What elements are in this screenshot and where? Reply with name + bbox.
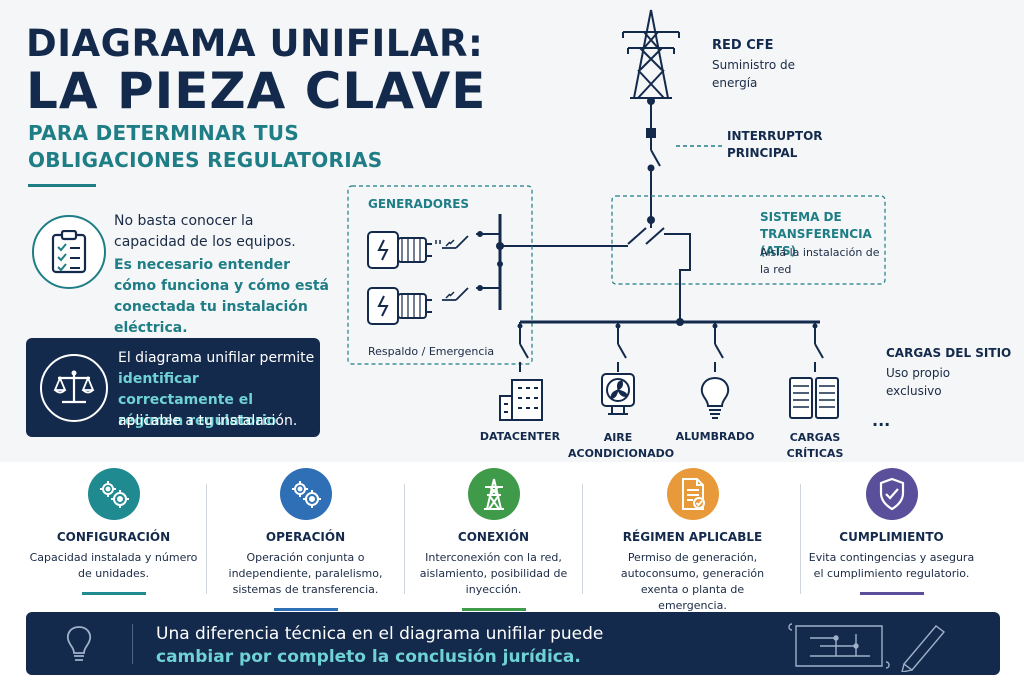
tower-icon [467, 468, 520, 520]
feature-desc: Interconexión con la red, aislamiento, p… [419, 551, 568, 596]
loads-desc: Uso propio exclusivo [886, 366, 951, 398]
building-icon [499, 379, 543, 421]
generators-title: GENERADORES [368, 197, 470, 211]
load-label-alumbrado: ALUMBRADO [675, 430, 755, 443]
feature-title: CUMPLIMIENTO [839, 530, 944, 544]
feature-operacion: OPERACIÓN Operación conjunta o independi… [218, 468, 393, 611]
feature-underline [81, 592, 146, 595]
feature-title: CONEXIÓN [457, 530, 530, 544]
title-line2: LA PIEZA CLAVE [26, 62, 487, 120]
conclusion-banner: Una diferencia técnica en el diagrama un… [26, 612, 1000, 675]
grid-desc: Suministro de energía [712, 58, 795, 90]
feature-desc: Permiso de generación, autoconsumo, gene… [620, 551, 765, 612]
feature-title: OPERACIÓN [265, 530, 346, 544]
fan-icon [601, 373, 635, 415]
loads-title: CARGAS DEL SITIO [886, 346, 1012, 360]
divider [404, 484, 405, 594]
title-line1: DIAGRAMA UNIFILAR: [26, 22, 484, 65]
subtitle: PARA DETERMINAR TUS OBLIGACIONES REGULAT… [28, 121, 383, 172]
feature-underline [273, 608, 338, 611]
transmission-tower-icon [622, 9, 680, 99]
gears-icon [279, 468, 332, 520]
clipboard-checklist-icon [32, 215, 106, 289]
banner-line2: cambiar por completo la conclusión juríd… [156, 647, 581, 667]
scales-of-justice-icon [40, 354, 108, 422]
gears-icon [87, 468, 140, 520]
feature-underline [859, 592, 924, 595]
intro-card: No basta conocer la capacidad de los equ… [24, 205, 329, 336]
feature-underline [461, 608, 526, 611]
feature-desc: Capacidad instalada y número de unidades… [29, 551, 198, 580]
feature-cumplimiento: CUMPLIMIENTO Evita contingencias y asegu… [804, 468, 979, 595]
divider [582, 484, 583, 594]
generator-icon [367, 287, 432, 325]
divider [206, 484, 207, 594]
callout-line2: aplicable a tu instalación. [118, 413, 298, 429]
blueprint-pencil-icon [786, 616, 966, 676]
lightbulb-icon [700, 376, 730, 419]
callout-card: El diagrama unifilar permite identificar… [26, 338, 320, 437]
load-label-datacenter: DATACENTER [479, 430, 561, 443]
generators-desc: Respaldo / Emergencia [368, 345, 495, 358]
document-check-icon [666, 468, 719, 520]
feature-desc: Evita contingencias y asegura el cumplim… [808, 551, 975, 580]
feature-desc: Operación conjunta o independiente, para… [228, 551, 383, 596]
intro-text-1: No basta conocer la capacidad de los equ… [114, 213, 296, 250]
load-label-criticas: CARGAS CRÍTICAS [786, 431, 844, 460]
single-line-diagram: ... [347, 9, 890, 430]
more-loads-ellipsis: ... [872, 411, 890, 430]
divider [800, 484, 801, 594]
server-rack-icon [789, 377, 839, 419]
feature-conexion: CONEXIÓN Interconexión con la red, aisla… [406, 468, 581, 611]
load-label-aire: AIRE ACONDICIONADO [568, 431, 675, 460]
title-underline [28, 184, 96, 187]
feature-configuracion: CONFIGURACIÓN Capacidad instalada y núme… [26, 468, 201, 595]
shield-check-icon [865, 468, 918, 520]
breaker-title: INTERRUPTOR PRINCIPAL [727, 129, 823, 160]
grid-title: RED CFE [712, 38, 774, 53]
generator-icon [367, 231, 432, 269]
feature-regimen: RÉGIMEN APLICABLE Permiso de generación,… [605, 468, 780, 627]
ats-desc: Aísla la instalación de la red [760, 246, 880, 276]
lightbulb-icon [64, 624, 94, 668]
callout-line1: El diagrama unifilar permite [118, 350, 315, 366]
feature-title: CONFIGURACIÓN [56, 530, 171, 544]
intro-text-2: Es necesario entender cómo funciona y có… [114, 257, 329, 336]
ats-title: SISTEMA DE TRANSFERENCIA (ATS) [760, 210, 872, 258]
callout-highlight: identificar correctamente el régimen reg… [118, 371, 277, 429]
banner-line1: Una diferencia técnica en el diagrama un… [156, 624, 604, 644]
banner-divider [132, 624, 133, 664]
feature-title: RÉGIMEN APLICABLE [622, 530, 763, 544]
